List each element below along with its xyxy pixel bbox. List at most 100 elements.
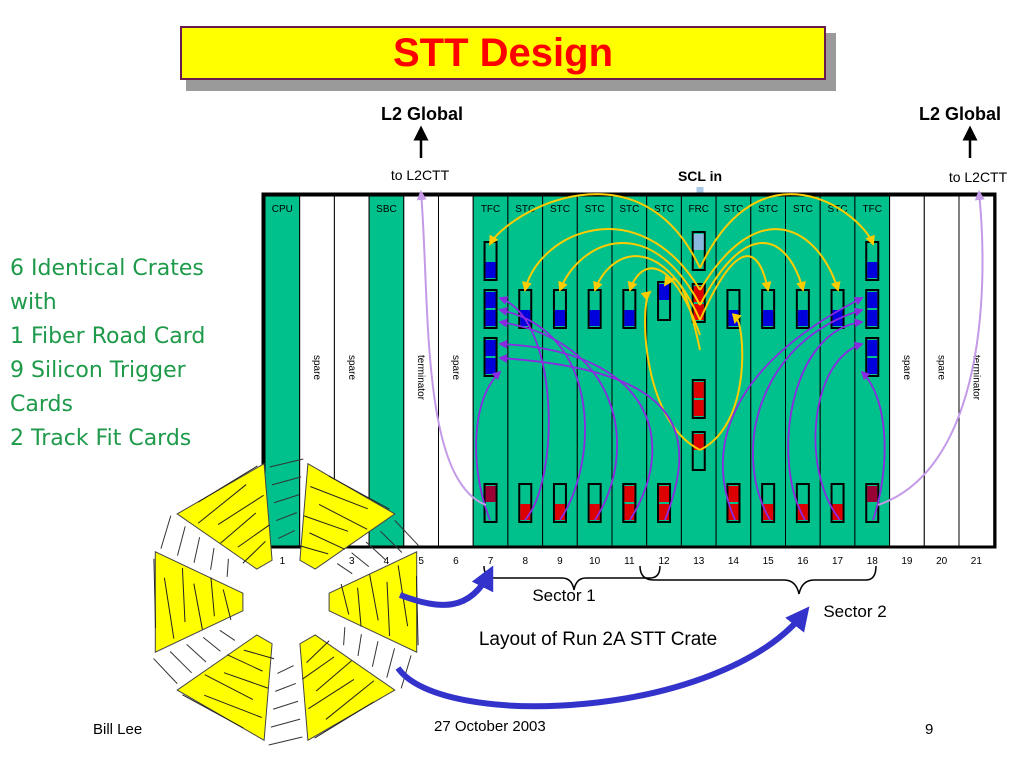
slot-board — [819, 195, 856, 547]
slot-label: TFC — [481, 204, 500, 215]
connector-port — [693, 434, 704, 450]
yellow-arrow — [593, 255, 701, 321]
ladder-line — [357, 587, 362, 627]
slot-board — [438, 195, 474, 547]
ladder-line — [202, 636, 221, 652]
slot-label: spare — [346, 355, 357, 380]
connector-port — [867, 358, 878, 374]
ladder-line — [386, 581, 391, 636]
ladder-line — [153, 658, 178, 684]
ladder-line — [163, 577, 175, 639]
purple-arrow — [752, 307, 864, 521]
card-connector — [830, 483, 845, 523]
ladder-line — [301, 656, 335, 680]
side-notes: 6 Identical Crates with 1 Fiber Road Car… — [10, 252, 250, 456]
ladder-line — [369, 574, 379, 621]
ladder-line — [386, 648, 396, 678]
connector-port — [867, 310, 878, 326]
slot-number: 10 — [589, 556, 601, 567]
slot-number: 7 — [488, 556, 494, 567]
purple-arrow — [721, 297, 864, 521]
slot-number: 13 — [693, 556, 705, 567]
slot-number: 5 — [418, 556, 424, 567]
detector-wedge — [176, 634, 273, 742]
side-note-line: 1 Fiber Road Card — [10, 324, 206, 349]
ladder-line — [198, 465, 258, 503]
purple-arrows — [475, 296, 886, 521]
slot-number: 1 — [280, 556, 286, 567]
card-connector — [587, 483, 602, 523]
detector-wedge — [328, 551, 418, 653]
ladder-line — [169, 651, 192, 674]
ladder-line — [308, 679, 355, 710]
yellow-arrow — [488, 193, 701, 269]
ladder-line — [380, 530, 403, 553]
to-l2ctt-left-arrow — [416, 190, 487, 506]
purple-arrow — [860, 370, 886, 521]
purple-arrow — [498, 318, 618, 521]
scl-in-label: SCL in — [678, 168, 722, 184]
connector-port — [554, 504, 565, 520]
connector-port — [624, 486, 635, 502]
connector-port — [693, 234, 704, 250]
ladder-line — [222, 589, 232, 621]
slot-board — [368, 195, 405, 547]
purple-arrow — [498, 296, 550, 521]
ladder-line — [365, 541, 386, 560]
ladder-line — [306, 640, 330, 663]
sector2-brace — [639, 565, 877, 595]
connector-port — [693, 400, 704, 416]
sector2-feed-arrow — [395, 606, 810, 710]
slot-label: STC — [793, 204, 813, 215]
side-note-line: with — [10, 290, 57, 315]
sector2-label: Sector 2 — [823, 602, 886, 621]
slot-label: STC — [758, 204, 778, 215]
ladder-line — [325, 680, 375, 720]
ladder-line — [271, 476, 302, 486]
ladder-line — [415, 576, 419, 646]
ladder-line — [220, 512, 257, 544]
slot-label: TFC — [863, 204, 882, 215]
connector-port — [728, 486, 739, 502]
card-connector — [726, 289, 741, 329]
card-connector — [657, 483, 672, 523]
slot-label: FRC — [688, 204, 709, 215]
connector-port — [485, 340, 496, 356]
ladder-line — [237, 524, 271, 548]
detector-wedge — [154, 551, 244, 653]
connector-port — [520, 504, 531, 520]
slot-label: SBC — [376, 204, 397, 215]
to-l2ctt-left-label: to L2CTT — [391, 167, 450, 183]
yellow-arrow — [558, 242, 701, 306]
to-l2ctt-right-arrow — [877, 190, 985, 506]
yellow-arrow — [699, 255, 772, 321]
connector-port — [589, 310, 600, 326]
slot-label: STC — [828, 204, 848, 215]
purple-arrow — [498, 339, 654, 521]
purple-arrow — [498, 353, 681, 521]
connector-port — [485, 310, 496, 326]
connector-port — [659, 486, 670, 502]
connector-port — [485, 486, 496, 502]
yellow-arrow — [699, 313, 744, 451]
connector-port — [867, 340, 878, 356]
ladder-line — [275, 682, 296, 692]
slot-number: 18 — [867, 556, 879, 567]
yellow-arrow — [663, 275, 701, 351]
footer-date: 27 October 2003 — [434, 718, 546, 735]
ladder-line — [340, 583, 350, 615]
yellow-arrow — [699, 228, 841, 292]
card-connector — [483, 337, 498, 377]
light-purple-arrows — [416, 190, 985, 506]
slot-number: 15 — [763, 556, 775, 567]
ladder-line — [182, 694, 244, 729]
ladder-line — [210, 577, 215, 617]
connector-port — [728, 504, 739, 520]
ladder-line — [223, 672, 269, 689]
silicon-detector-wedges — [153, 458, 419, 746]
slot-number: 16 — [797, 556, 809, 567]
yellow-arrow — [699, 193, 875, 269]
ladder-line — [243, 649, 275, 660]
card-connector — [622, 483, 637, 523]
